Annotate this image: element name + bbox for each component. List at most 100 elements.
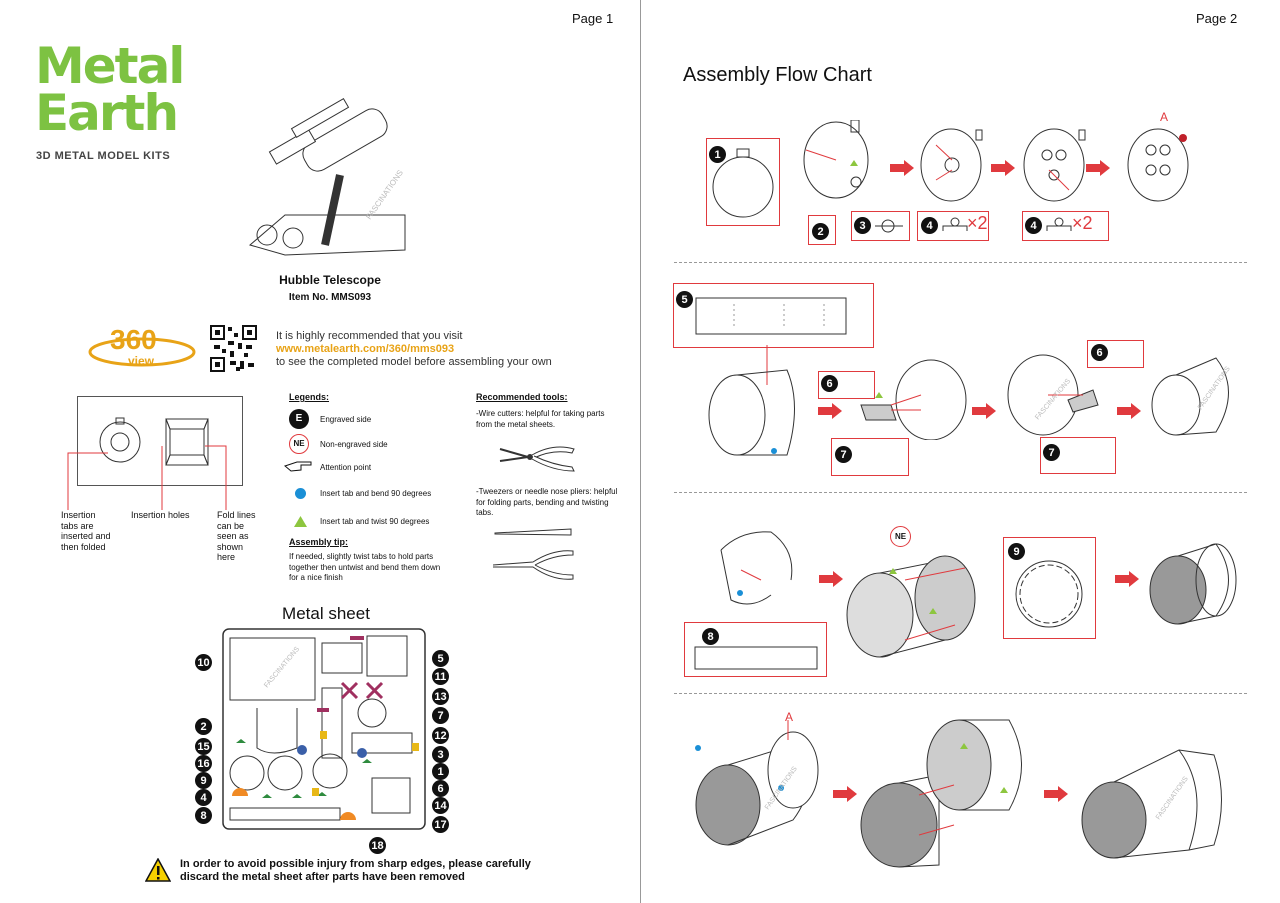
sheet-part-label: 3 [432,746,449,763]
sheet-part-label: 11 [432,668,449,685]
step-1-assembly-illustration [803,120,869,199]
step-label-3: 3 [854,217,871,234]
hubble-model-illustration: FASCINATIONS [248,97,406,256]
assembly-tip-title: Assembly tip: [289,537,349,547]
step-label-9: 9 [1008,543,1025,560]
step-label-5: 5 [676,291,693,308]
legends-title: Legends: [289,392,330,402]
flow-chart-title: Assembly Flow Chart [683,64,872,86]
part-detail-box [77,396,243,486]
step-label-8: 8 [702,628,719,645]
flow-arrow-icon [819,571,843,587]
page-number: Page 1 [572,11,614,26]
sheet-part-label: 16 [195,755,212,772]
legend-bend: Insert tab and bend 90 degrees [320,489,432,498]
legend-twist: Insert tab and twist 90 degrees [320,517,430,526]
step-8-box [684,622,827,677]
step-label-6a: 6 [821,375,838,392]
page-number: Page 2 [1196,11,1238,26]
non-engraved-marker: NE [890,526,911,547]
row-divider [674,262,1247,263]
svg-text:FASCINATIONS: FASCINATIONS [364,168,405,221]
part-5-illustration [695,297,847,335]
sheet-part-label: 12 [432,727,449,744]
logo-line-2: Earth [35,84,179,142]
page-1: Page 1 Metal Earth 3D METAL MODEL KITS F… [35,11,618,883]
pointing-hand-icon [283,461,312,472]
step-8-roll-illustration [720,531,793,605]
sheet-part-label: 2 [195,718,212,735]
product-name: Hubble Telescope [279,273,381,287]
metal-sheet-illustration: FASCINATIONS [222,628,426,830]
callout-lines [67,445,227,510]
step-1-box [706,138,780,226]
part-8-illustration [694,646,818,670]
flow-arrow-icon [1117,403,1141,419]
step-11-assembly-illustration [860,719,1022,868]
wire-cutters-icon [499,446,575,472]
part-4-icon [1046,217,1072,231]
part-1-illustration [712,148,774,218]
view360-swoosh-icon [88,337,196,367]
multiplier-a: ×2 [967,213,988,233]
svg-text:FASCINATIONS: FASCINATIONS [1155,775,1190,821]
non-engraved-icon: NE [289,434,309,454]
twist-tab-icon [294,516,307,527]
engraved-icon: E [289,409,309,429]
sheet-part-label: 6 [432,780,449,797]
sheet-part-label: 18 [369,837,386,854]
svg-text:FASCINATIONS: FASCINATIONS [1197,365,1232,411]
sheet-part-label: 13 [432,688,449,705]
view360-word: view [128,354,155,368]
flow-arrow-icon [890,160,914,176]
flow-arrow-icon [818,403,842,419]
final-assembly-illustration: FASCINATIONS [1081,749,1222,859]
step-label-7b: 7 [1043,444,1060,461]
warning-line-1: In order to avoid possible injury from s… [180,858,531,870]
part-detail-illustration [99,417,209,466]
step-9-result-illustration [1149,543,1237,625]
step-9-assembly-illustration [846,555,976,658]
step-4a-illustration [1023,128,1086,202]
callout-insertion-tabs: Insertion tabs are inserted and then fol… [61,510,111,552]
page-divider [640,0,641,903]
part-9-illustration [1015,560,1083,628]
logo-line-1: Metal [35,37,185,95]
logo-tagline: 3D METAL MODEL KITS [36,150,171,162]
metal-sheet-title: Metal sheet [282,604,370,623]
row-divider [674,693,1247,694]
legend-engraved: Engraved side [320,415,372,424]
tweezers-pliers-icon [493,528,574,580]
product-item-number: Item No. MMS093 [288,292,372,303]
sheet-part-label: 5 [432,650,449,667]
flow-arrow-icon [972,403,996,419]
step-6-7-assembly-illustration [860,359,967,440]
view360-badge[interactable]: 360 view [88,324,196,372]
sheet-part-label: 14 [432,797,449,814]
tool-tweezers: -Tweezers or needle nose pliers: helpful… [476,487,618,517]
step-5-roll-illustration [708,345,795,456]
flow-arrow-icon [1044,786,1068,802]
view360-text-1: It is highly recommended that you visit [276,330,463,342]
callout-fold-lines: Fold lines can be seen as shown here [217,510,256,562]
step-label-4b: 4 [1025,217,1042,234]
step-7-result-illustration: FASCINATIONS [1151,357,1232,436]
flow-arrow-icon [1086,160,1110,176]
warning-icon [145,858,171,882]
step-6b-assembly-illustration: FASCINATIONS [1007,354,1099,436]
sheet-part-label: 15 [195,738,212,755]
view360-link[interactable]: www.metalearth.com/360/mms093 [276,343,455,355]
step-label-7a: 7 [835,446,852,463]
flow-arrow-icon [833,786,857,802]
part-4-icon [942,217,968,231]
assembly-tip-text: If needed, slightly twist tabs to hold p… [289,552,441,582]
flow-arrow-icon [1115,571,1139,587]
step-label-6b: 6 [1091,344,1108,361]
step-1b-illustration [920,128,983,202]
legend-non-engraved: Non-engraved side [320,440,388,449]
qr-code-icon[interactable] [210,325,257,372]
sheet-part-label: 1 [432,763,449,780]
step-5-box [673,283,874,348]
view360-text-3: to see the completed model before assemb… [276,356,552,368]
sheet-part-label: 17 [432,816,449,833]
